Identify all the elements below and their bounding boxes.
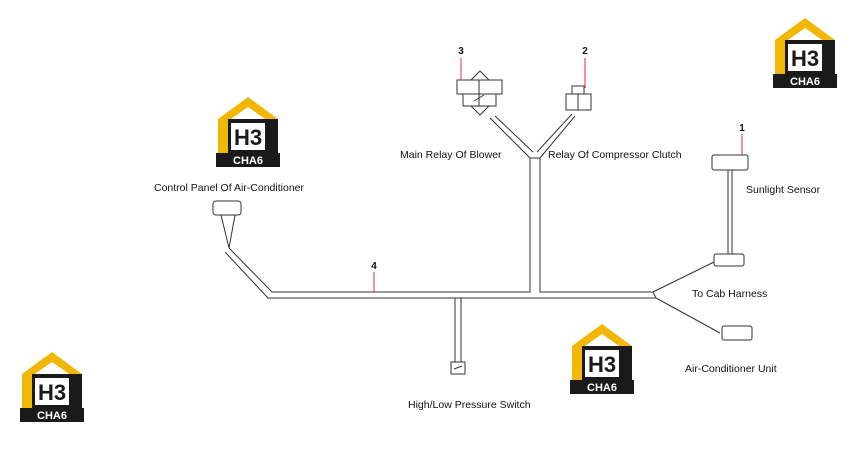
watermark-logo-1: H3 CHA6 — [216, 97, 280, 167]
svg-text:CHA6: CHA6 — [233, 155, 263, 167]
label-main-relay: Main Relay Of Blower — [400, 149, 502, 161]
svg-text:H3: H3 — [234, 125, 262, 150]
part-number-4: 4 — [371, 261, 377, 272]
svg-text:H3: H3 — [791, 46, 819, 71]
control-panel-connector — [212, 200, 242, 249]
main-relay-connector — [456, 70, 503, 116]
pressure-switch-connector — [450, 361, 466, 375]
main-harness — [224, 157, 721, 362]
watermark-logo-2: H3 CHA6 — [773, 18, 837, 88]
svg-text:CHA6: CHA6 — [790, 76, 820, 88]
label-ac-unit: Air-Conditioner Unit — [685, 363, 777, 375]
cab-harness-connector — [713, 253, 745, 267]
label-sunlight-sensor: Sunlight Sensor — [746, 184, 821, 196]
label-pressure-switch: High/Low Pressure Switch — [408, 399, 531, 411]
svg-text:H3: H3 — [38, 380, 66, 405]
ac-unit-connector — [721, 325, 753, 341]
svg-text:CHA6: CHA6 — [37, 410, 67, 422]
watermark-logo-4: H3 CHA6 — [20, 352, 84, 422]
label-cab-harness: To Cab Harness — [692, 288, 767, 300]
label-control-panel: Control Panel Of Air-Conditioner — [154, 182, 304, 194]
part-number-2: 2 — [582, 46, 588, 57]
part-number-1: 1 — [739, 123, 745, 134]
relay-branch-wires — [489, 113, 576, 159]
svg-text:H3: H3 — [588, 352, 616, 377]
compressor-relay-connector — [565, 85, 592, 111]
svg-text:CHA6: CHA6 — [587, 382, 617, 394]
watermark-logo-3: H3 CHA6 — [570, 324, 634, 394]
part-number-3: 3 — [458, 46, 464, 57]
label-compressor-relay: Relay Of Compressor Clutch — [548, 149, 682, 161]
sunlight-sensor-connector — [711, 154, 749, 256]
